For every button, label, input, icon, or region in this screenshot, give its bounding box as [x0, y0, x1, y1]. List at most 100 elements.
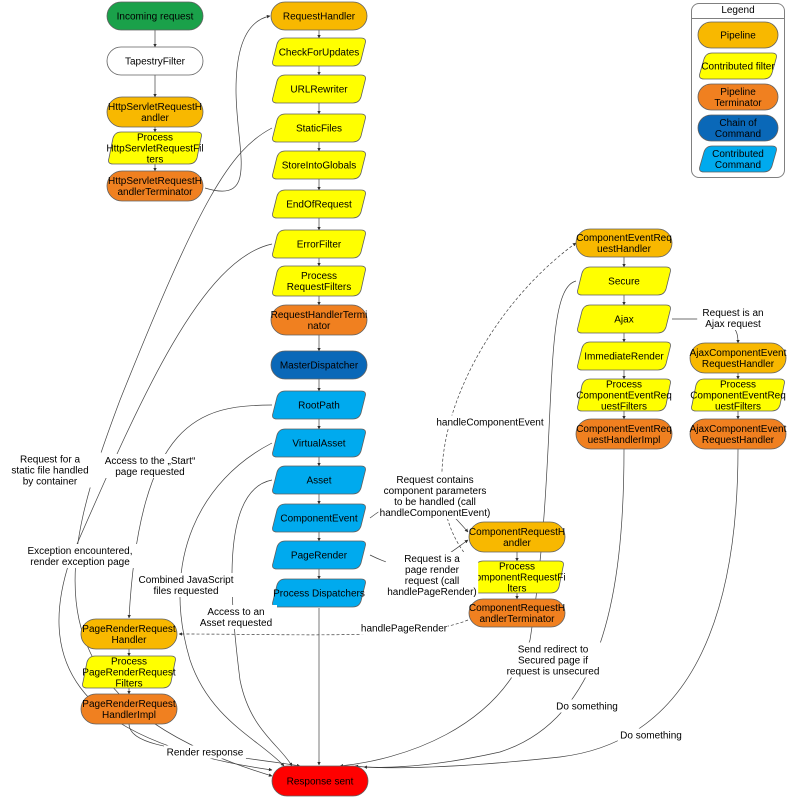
node-shape-command — [272, 390, 366, 420]
node-label: Asset — [306, 476, 331, 487]
node-label: Secure — [608, 277, 640, 288]
node-shape-filter — [82, 655, 176, 689]
node-label: MasterDispatcher — [280, 361, 359, 372]
node-shape-terminator — [575, 418, 673, 450]
node-errorfilter: ErrorFilter — [272, 229, 366, 259]
edge-label-bg — [134, 573, 238, 597]
edge-label-bg — [436, 415, 544, 429]
node-shape-plain — [106, 46, 204, 76]
node-shape-pipeline — [689, 342, 787, 374]
legend-label: Pipeline — [720, 31, 756, 42]
node-processdispatchers: Process Dispatchers — [272, 578, 366, 608]
legend-item-pipeline: Pipeline — [697, 21, 779, 49]
node-urlrewriter: URLRewriter — [272, 74, 366, 104]
edge-hsrt-rh — [204, 14, 271, 192]
node-staticfiles: StaticFiles — [272, 113, 366, 143]
node-label: Ajax — [614, 315, 633, 326]
node-shape-pipeline — [575, 228, 673, 258]
node-shape-filter — [272, 265, 366, 297]
node-label: RequestHandler — [283, 12, 356, 23]
node-shape-command — [272, 503, 366, 533]
node-label: TapestryFilter — [125, 57, 186, 68]
edge-label-bg — [20, 544, 140, 568]
node-label: VirtualAsset — [292, 439, 345, 450]
node-label: Response sent — [287, 777, 354, 788]
edge-asset-response — [231, 479, 293, 767]
node-secure: Secure — [577, 266, 671, 296]
node-shape-pipeline — [106, 96, 204, 128]
node-shape-filter — [272, 37, 366, 67]
edge-label-bg — [164, 745, 246, 759]
edge-label-bg — [499, 642, 607, 678]
node-virtualasset: VirtualAsset — [272, 428, 366, 458]
node-shape-command — [272, 465, 366, 495]
node-shape-filter — [272, 113, 366, 143]
legend-swatch-pipeline — [697, 21, 779, 49]
edge-label-bg — [378, 473, 492, 519]
node-endofrequest: EndOfRequest — [272, 189, 366, 219]
node-shape-command — [272, 578, 366, 608]
node-shape-pipeline — [80, 618, 178, 650]
node-label: ErrorFilter — [297, 240, 342, 251]
edge-label-bg — [0, 452, 102, 488]
node-response: Response sent — [271, 765, 369, 797]
node-shape-terminator — [689, 418, 787, 450]
node-shape-filter — [577, 266, 671, 296]
node-label: ImmediateRender — [584, 352, 664, 363]
node-pagerender: PageRender — [272, 540, 366, 570]
node-label: Process Dispatchers — [273, 589, 365, 600]
node-shape-filter — [272, 189, 366, 219]
node-shape-pipeline — [468, 521, 566, 553]
node-label: CheckForUpdates — [279, 48, 360, 59]
legend-swatch-chain — [697, 114, 779, 142]
legend-swatch-terminator — [697, 83, 779, 111]
node-tapestryfilter: TapestryFilter — [106, 46, 204, 76]
node-incoming: Incoming request — [106, 1, 204, 31]
node-shape-filter — [272, 150, 366, 180]
edge-label-bg — [385, 552, 479, 598]
node-shape-terminator — [106, 170, 204, 202]
legend-label: Contributed filter — [701, 62, 775, 73]
node-label: Incoming request — [117, 12, 194, 23]
node-shape-filter — [577, 304, 671, 334]
node-shape-terminator — [270, 304, 368, 336]
edge-crt-cerh — [441, 242, 577, 561]
node-ajax: Ajax — [577, 304, 671, 334]
node-label: URLRewriter — [290, 85, 348, 96]
node-masterdispatcher: MasterDispatcher — [270, 350, 368, 380]
edge-label-bg — [553, 699, 621, 713]
node-checkupdates: CheckForUpdates — [272, 37, 366, 67]
node-shape-command — [272, 540, 366, 570]
edge-label-handle-component-event: handleComponentEvent — [436, 418, 544, 429]
node-componentevent: ComponentEvent — [272, 503, 366, 533]
edge-label-start-page: Access to the „Start“page requested — [105, 456, 196, 478]
